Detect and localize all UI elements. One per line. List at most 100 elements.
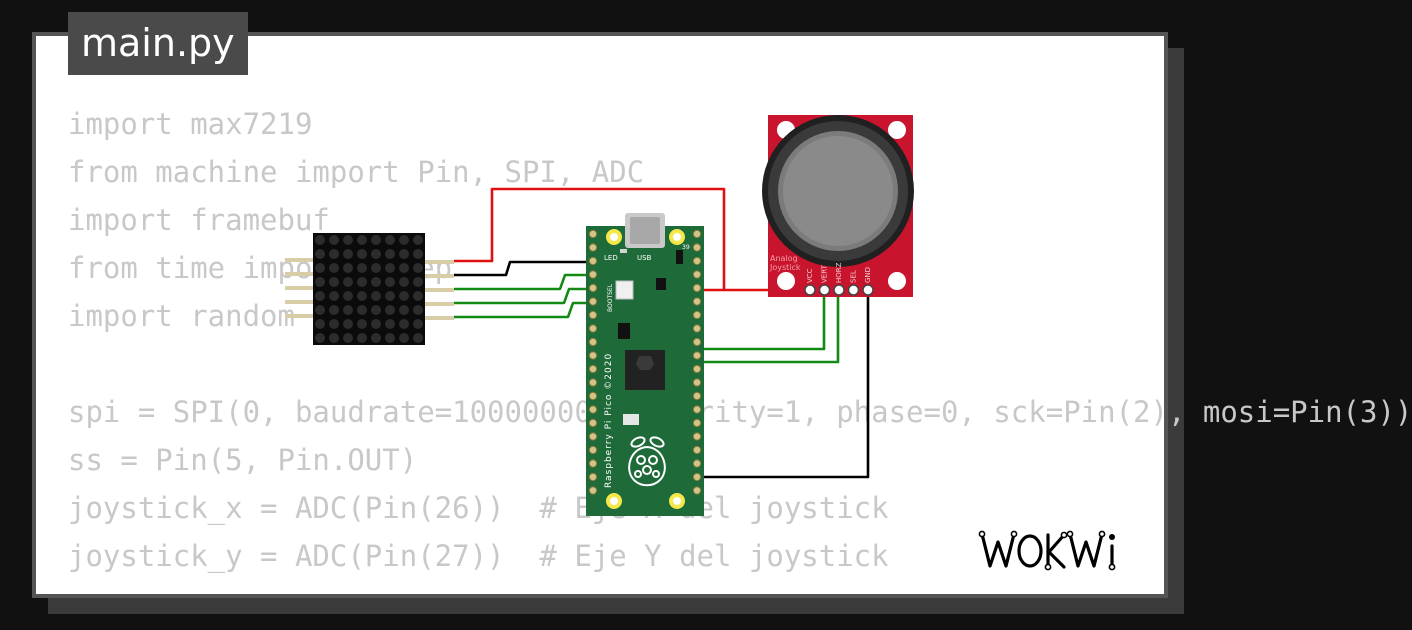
joystick-pin-label: SEL [850, 270, 858, 283]
joystick-pins [804, 284, 874, 296]
file-tab[interactable]: main.py [68, 12, 248, 75]
wire-horz[interactable] [693, 290, 840, 364]
pico-pin[interactable] [588, 472, 598, 482]
matrix-led [371, 235, 381, 245]
wire-gnd-joystick[interactable] [693, 290, 870, 479]
onboard-led [620, 249, 627, 253]
bootsel-button[interactable] [615, 280, 634, 300]
wire-clk[interactable] [454, 301, 597, 319]
pico-component [676, 250, 683, 264]
joystick-pin-label: VERT [821, 264, 829, 283]
pico-pin[interactable] [588, 418, 598, 428]
raspberry-pi-pico[interactable]: LED USB 39 BOOTSEL Raspberry Pi Pico ©20… [586, 213, 704, 516]
led-label: LED [604, 254, 618, 262]
pico-pin[interactable] [692, 445, 702, 455]
pico-pin[interactable] [588, 391, 598, 401]
pico-pin[interactable] [588, 337, 598, 347]
matrix-led [315, 277, 325, 287]
wire-cs[interactable] [454, 287, 597, 305]
matrix-led [385, 319, 395, 329]
pico-pin[interactable] [692, 229, 702, 239]
pico-pin[interactable] [588, 405, 598, 414]
matrix-led [399, 319, 409, 329]
matrix-led [399, 277, 409, 287]
pico-pin[interactable] [692, 378, 702, 387]
joystick-pin-label: HORZ [835, 262, 843, 283]
pico-pin[interactable] [588, 243, 598, 252]
pico-pin[interactable] [588, 486, 598, 495]
pico-pin[interactable] [692, 283, 702, 293]
matrix-led [315, 291, 325, 301]
pico-pin[interactable] [588, 283, 598, 293]
matrix-led [413, 235, 423, 245]
wokwi-logo[interactable] [978, 526, 1150, 576]
pico-pin[interactable] [692, 418, 702, 428]
pico-pin[interactable] [692, 310, 702, 320]
pico-pin[interactable] [588, 351, 598, 360]
pico-pin[interactable] [692, 256, 702, 266]
wire-din[interactable] [454, 273, 597, 291]
matrix-led [371, 319, 381, 329]
matrix-led [371, 277, 381, 287]
pico-pin[interactable] [588, 229, 598, 239]
matrix-led [315, 263, 325, 273]
pico-pin[interactable] [692, 391, 702, 401]
pico-pin[interactable] [692, 324, 702, 333]
matrix-led [357, 305, 367, 315]
matrix-led [343, 263, 353, 273]
pico-pin[interactable] [692, 405, 702, 414]
matrix-led [315, 249, 325, 259]
pico-pin[interactable] [588, 324, 598, 333]
matrix-led [385, 305, 395, 315]
bootsel-label: BOOTSEL [607, 283, 614, 312]
pico-pin[interactable] [692, 459, 702, 468]
pico-pin[interactable] [588, 310, 598, 320]
pico-pin[interactable] [692, 364, 702, 374]
matrix-body [313, 233, 425, 345]
joystick-pin-gnd[interactable] [862, 284, 874, 296]
pico-pin[interactable] [692, 270, 702, 279]
pico-pin[interactable] [588, 256, 598, 266]
matrix-led [385, 291, 395, 301]
pico-pin[interactable] [692, 297, 702, 306]
wire-gnd-matrix[interactable] [454, 260, 597, 277]
pico-pin[interactable] [588, 364, 598, 374]
pico-pin[interactable] [588, 378, 598, 387]
joystick-pin-vert[interactable] [818, 284, 831, 296]
matrix-led [371, 291, 381, 301]
matrix-right-pins [424, 260, 454, 320]
pico-pin[interactable] [692, 432, 702, 441]
pico-mounting-holes [606, 229, 685, 509]
matrix-led [413, 249, 423, 259]
matrix-led [371, 305, 381, 315]
code-line: import random [68, 299, 295, 333]
matrix-led [343, 305, 353, 315]
matrix-led [357, 291, 367, 301]
pico-pin[interactable] [588, 432, 598, 441]
matrix-led [315, 319, 325, 329]
pico-pin[interactable] [692, 486, 702, 495]
matrix-led [371, 263, 381, 273]
wire-vert[interactable] [693, 290, 826, 351]
pico-pin[interactable] [692, 337, 702, 347]
pico-pin[interactable] [692, 472, 702, 482]
joystick-pin-horz[interactable] [833, 284, 845, 296]
pico-pin[interactable] [588, 459, 598, 468]
matrix-led [343, 291, 353, 301]
matrix-led [329, 319, 339, 329]
led-matrix[interactable] [285, 233, 454, 345]
pico-pin[interactable] [588, 445, 598, 455]
code-line: ss = Pin(5, Pin.OUT) [68, 443, 418, 477]
joystick-pin-sel[interactable] [847, 284, 860, 296]
pin-39-label: 39 [682, 244, 690, 251]
wire-vcc[interactable] [454, 187, 772, 292]
joystick-pin-vcc[interactable] [804, 284, 816, 296]
matrix-led [343, 235, 353, 245]
pico-pin[interactable] [588, 297, 598, 306]
usb-label: USB [637, 254, 652, 262]
pico-pin[interactable] [692, 243, 702, 252]
pico-pin[interactable] [692, 351, 702, 360]
pico-pin[interactable] [588, 270, 598, 279]
